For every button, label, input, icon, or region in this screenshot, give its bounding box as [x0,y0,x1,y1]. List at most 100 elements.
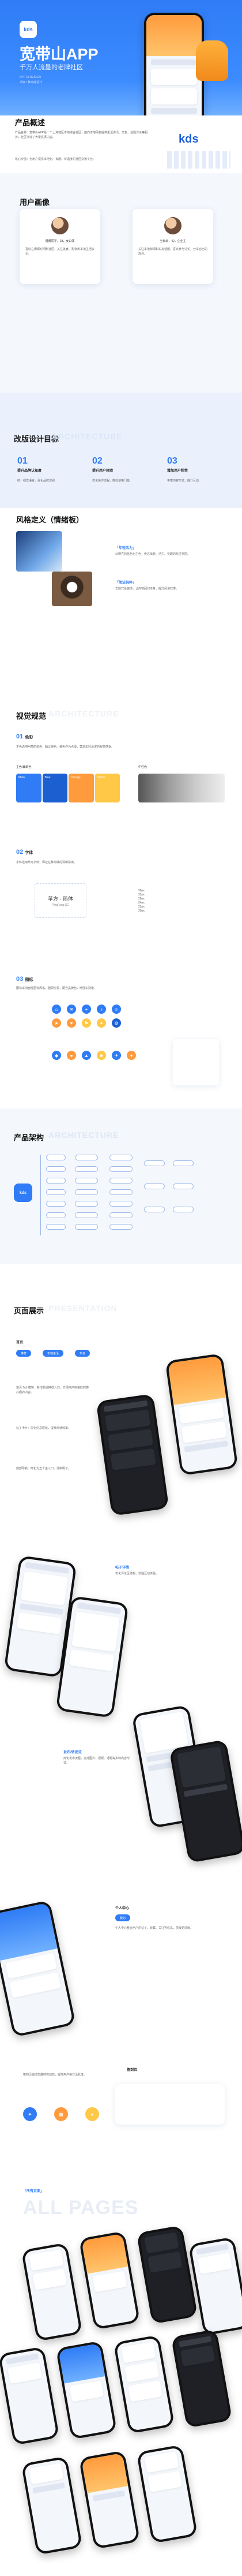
hero-phone-mockup [144,13,204,115]
architecture-tree [40,1155,230,1247]
home-tab-2[interactable]: 本地生活 [43,1350,64,1357]
icon-grid-2: ◆ ● ▲ ■ ✈ ♦ [52,1051,137,1060]
neutral-swatch-bar [138,774,225,802]
post-desc: 简化发布流程，支持图片、视频、话题等多种内容形式。 [63,1757,130,1765]
persona-desc-1: 喜欢在闲暇时间刷社区，关注美食、购物和本地生活资讯。 [25,248,95,256]
style-keyword-2: 「简洁纯粹」 [115,581,137,585]
home-phone-dark-mockup [96,1394,169,1516]
icon-num: 03 [16,976,24,983]
detail-phone-screen-2 [58,1598,126,1716]
font-size-4: 24px [138,901,145,905]
architecture-en: ARCHITECTURE [48,1130,119,1140]
visual-en: ARCHITECTURE [48,709,119,718]
pages-en: PRESENTATION [48,1304,118,1313]
home-label: 首页 [16,1341,24,1345]
tree-node [46,1166,66,1172]
hero-meta-2: 项目 / 移动端设计 [20,81,43,84]
tree-node [173,1207,194,1212]
gallery-phone [55,2340,118,2440]
gift-icon: ✦ [97,1018,106,1028]
gallery-phone [78,2231,141,2330]
font-size-3: 28px [138,897,145,901]
signin-calendar-icon: ▦ [54,2107,68,2121]
overview-title: 产品概述 [15,118,46,127]
architecture-title: 产品架构 [14,1133,44,1142]
goal-item-1: 01 提升品牌认知度 统一视觉语言，强化品牌识别 [17,456,81,483]
all-pages-title: ALL PAGES [23,2197,139,2219]
style-keyword-desc-1: 以明亮的蓝色为主色，传达年轻、活力、有趣的社区氛围。 [115,552,191,556]
all-pages-tag: 「所有页面」 [23,2190,44,2193]
icon-grid-1: ⌂ ✉ + ♪ ☺ ★ ♥ ⚑ ✦ ⚙ [52,1005,122,1028]
goal-num-2: 02 [92,456,103,466]
signin-desc: 签到页面增加趣味性动效，提升用户每日活跃度。 [23,2073,87,2077]
overview-paragraph-2: 核心价值：为用户提供本地化、有趣、有温度的社区交流平台。 [15,158,96,161]
persona-avatar-1 [51,217,69,234]
signin-gift-icon: ✦ [23,2107,37,2121]
persona-card-2: 王叔叔，42，企业主 关注本地新闻和车友话题，喜欢参与讨论，分享自己的观点。 [133,209,213,284]
star-icon: ★ [52,1018,61,1028]
home-tab-3[interactable]: 车友 [75,1350,90,1357]
chat-icon: ✉ [67,1005,76,1014]
goal-label-3: 增加用户粘性 [167,469,188,473]
profile-phone-mockup [0,1899,76,2038]
gallery-phone [21,2242,83,2342]
style-keyword-desc-2: 去除冗余装饰，让内容回归本身，提升阅读效率。 [115,587,179,591]
flag-icon: ⚑ [82,1018,91,1028]
gallery-phone [171,2329,233,2428]
signin-icons: ✦ ▦ ● [23,2107,99,2121]
persona-title: 用户画像 [20,198,50,207]
signin-label: 签到页 [127,2069,138,2072]
gallery-phone [188,2237,242,2336]
font-sample-en: PingFang SC [52,903,69,907]
app-logo: kds [20,21,37,38]
food-icon: ● [67,1051,76,1060]
gear-icon: ⚙ [112,1018,121,1028]
profile-desc: 个人中心整合用户的帖子、收藏、关注等信息，层级更清晰。 [115,1927,194,1930]
persona-card-1: 蕾蕾同学，28，女白领 喜欢在闲暇时间刷社区，关注美食、购物和本地生活资讯。 [20,209,100,284]
goals-section [0,393,242,508]
home-icon: ⌂ [52,1005,61,1014]
gallery-phone [113,2335,175,2434]
tree-node [75,1155,98,1160]
signin-coin-icon: ● [85,2107,99,2121]
gallery-phone [136,2444,198,2544]
font-num: 02 [16,849,24,856]
hero-meta-1: APP UI DESIGN [20,76,41,79]
tree-node [144,1184,165,1189]
gallery-phone [21,2456,83,2555]
tree-node [144,1207,165,1212]
profile-tag: 我的 [115,1914,131,1921]
home-phone-screen [168,1356,236,1473]
tree-node [46,1155,66,1160]
main-colors-label: 主色/辅助色 [16,766,32,769]
icon-heading: 03 图标 [16,976,33,983]
tree-node [173,1160,194,1166]
swatch-blue: Blue [42,774,67,802]
tree-node [75,1224,98,1230]
font-size-2: 32px [138,893,145,897]
profile-phone-screen [0,1902,73,2035]
style-keyword-1: 「年轻活力」 [115,547,137,550]
tree-node [75,1178,98,1184]
goal-desc-3: 丰富内容形式，提升互动 [167,479,199,483]
heart-icon: ♥ [67,1018,76,1028]
gallery-phone [78,2450,141,2549]
home-tabs: 推荐 本地生活 车友 [16,1350,90,1357]
persona-name-1: 蕾蕾同学，28，女白领 [45,240,75,243]
tree-node [75,1166,98,1172]
tree-node [75,1189,98,1195]
detail-label: 帖子详情 [115,1566,130,1570]
icon-phone-preview [173,1039,219,1085]
font-sample-box: 苹方 - 简体 PingFang SC [35,883,86,918]
travel-icon: ✈ [112,1051,121,1060]
swatch-row: Main Blue Orange Yellow [16,774,120,802]
home-tab-1[interactable]: 推荐 [16,1350,32,1357]
goal-label-1: 提升品牌认知度 [17,469,42,473]
tree-node [144,1160,165,1166]
mascot-illustration [196,40,228,81]
tree-node [46,1189,66,1195]
hero-banner: kds 宽带山APP 千万人流量的老牌社区 APP UI DESIGN 项目 /… [0,0,242,115]
bell-icon: ♪ [97,1005,106,1014]
post-phone-mockup-2 [169,1739,242,1864]
